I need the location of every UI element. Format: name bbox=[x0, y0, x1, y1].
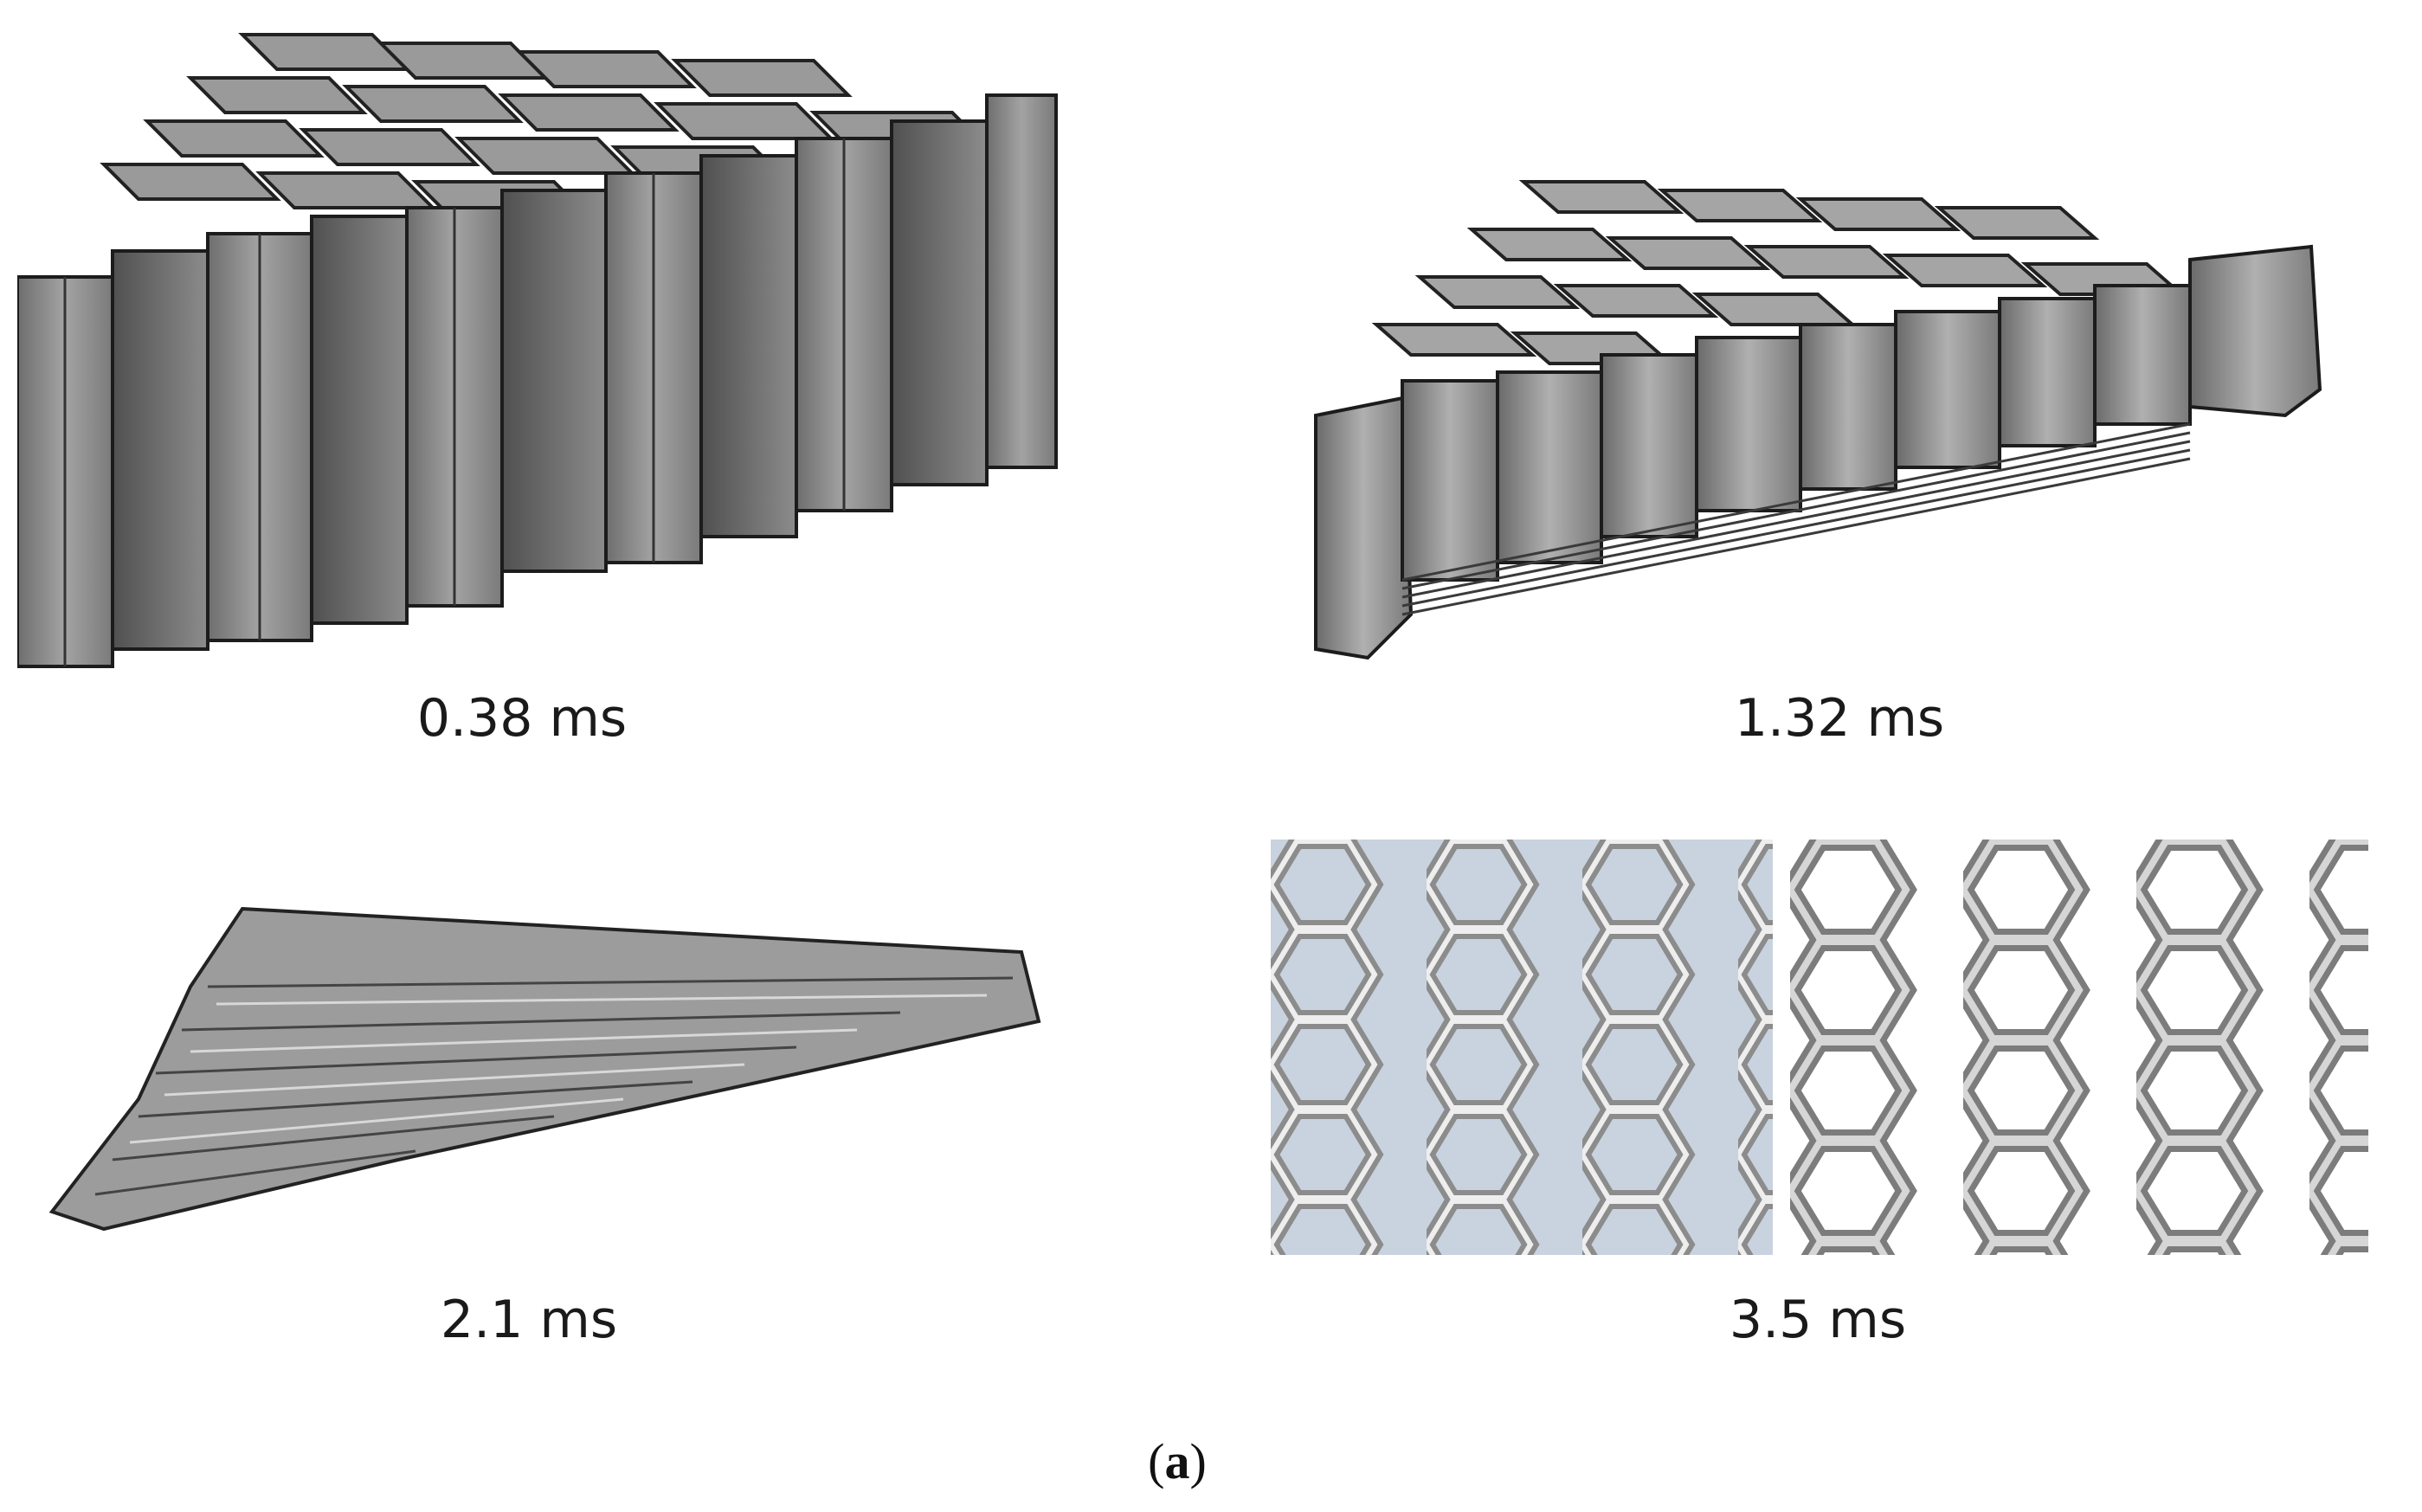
honeycomb-panel-0-38ms bbox=[17, 17, 1091, 675]
honeycomb-panel-2-1ms bbox=[35, 883, 1056, 1246]
subfigure-label: (a) bbox=[1148, 1433, 1207, 1489]
top-view-photo-right bbox=[1788, 840, 2368, 1255]
time-label-3-5ms: 3.5 ms bbox=[1729, 1290, 1907, 1350]
partially-crushed-honeycomb-render bbox=[1314, 180, 2322, 660]
time-label-2-1ms: 2.1 ms bbox=[440, 1290, 618, 1350]
crushed-honeycomb-render bbox=[48, 906, 1041, 1232]
time-label-1-32ms: 1.32 ms bbox=[1734, 688, 1945, 749]
top-view-photo-left bbox=[1271, 840, 1773, 1255]
top-view-honeycomb-renders bbox=[1271, 840, 2368, 1255]
honeycomb-panel-1-32ms bbox=[1298, 164, 2337, 666]
honeycomb-panel-3-5ms bbox=[1271, 840, 2405, 1255]
tall-honeycomb-render bbox=[17, 33, 1058, 668]
time-label-0-38ms: 0.38 ms bbox=[416, 688, 628, 749]
